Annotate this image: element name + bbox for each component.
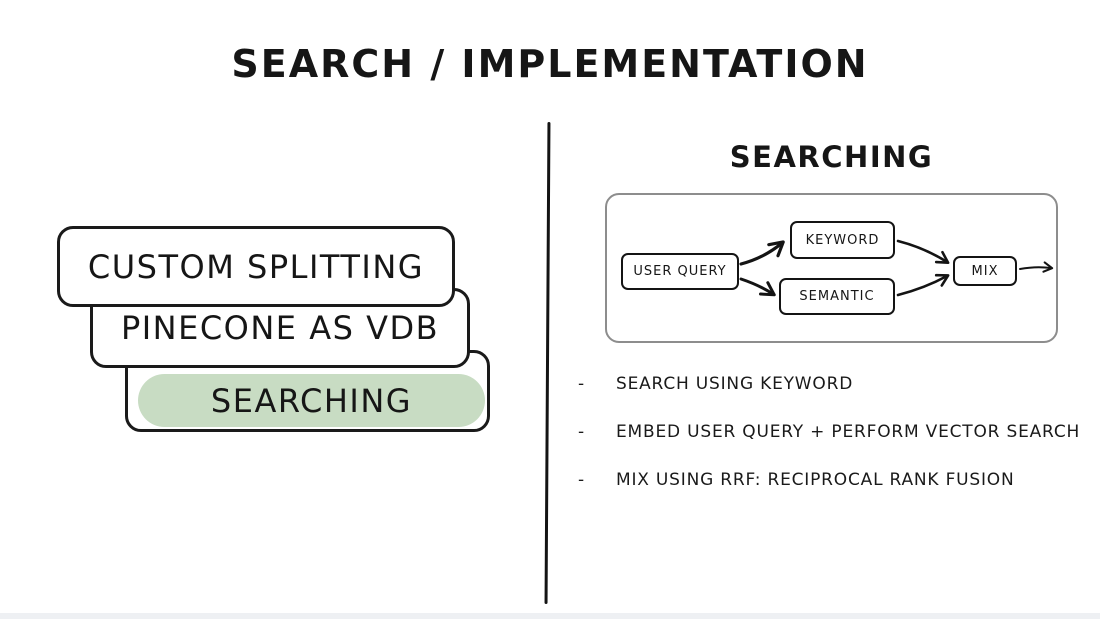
flow-node-label: USER QUERY [633,264,727,279]
bottom-strip [0,613,1100,619]
bullet-text: EMBED USER QUERY + PERFORM VECTOR SEARCH [616,422,1081,442]
bullet-marker: - [578,374,585,394]
bullet-list: - SEARCH USING KEYWORD - EMBED USER QUER… [578,374,1090,518]
arrow-user-query-to-keyword [739,240,785,266]
section-divider [544,121,551,605]
slide-title: SEARCH / IMPLEMENTATION [231,42,869,86]
flow-node-label: KEYWORD [805,232,880,248]
flow-arrows [739,239,1054,297]
stack-card-label: SEARCHING [210,381,413,420]
bullet-item: - MIX USING RRF: RECIPROCAL RANK FUSION [578,470,1090,490]
bullet-marker: - [578,422,585,442]
flow-node-mix: MIX [953,256,1017,286]
bullet-item: - EMBED USER QUERY + PERFORM VECTOR SEAR… [578,422,1090,442]
stack-card-label: PINECONE AS VDB [120,309,440,347]
flow-node-keyword: KEYWORD [790,221,895,259]
arrow-user-query-to-semantic [739,277,776,297]
arrow-semantic-to-mix [896,273,950,297]
stack-card-label: CUSTOM SPLITTING [87,247,425,286]
flow-diagram-container: USER QUERY KEYWORD SEMANTIC MIX [605,193,1058,343]
stack-card-custom-splitting: CUSTOM SPLITTING [57,226,455,307]
flow-node-label: SEMANTIC [799,289,875,304]
flow-node-label: MIX [971,263,999,279]
bullet-item: - SEARCH USING KEYWORD [578,374,1090,394]
flow-node-user-query: USER QUERY [621,253,739,290]
bullet-text: MIX USING RRF: RECIPROCAL RANK FUSION [616,470,1015,490]
arrow-keyword-to-mix [896,239,950,264]
bullet-text: SEARCH USING KEYWORD [616,374,854,394]
right-panel-heading: SEARCHING [729,140,934,174]
flow-node-semantic: SEMANTIC [779,278,895,315]
arrow-mix-to-output [1019,261,1054,273]
highlight-pill: SEARCHING [138,374,485,427]
bullet-marker: - [578,470,585,490]
